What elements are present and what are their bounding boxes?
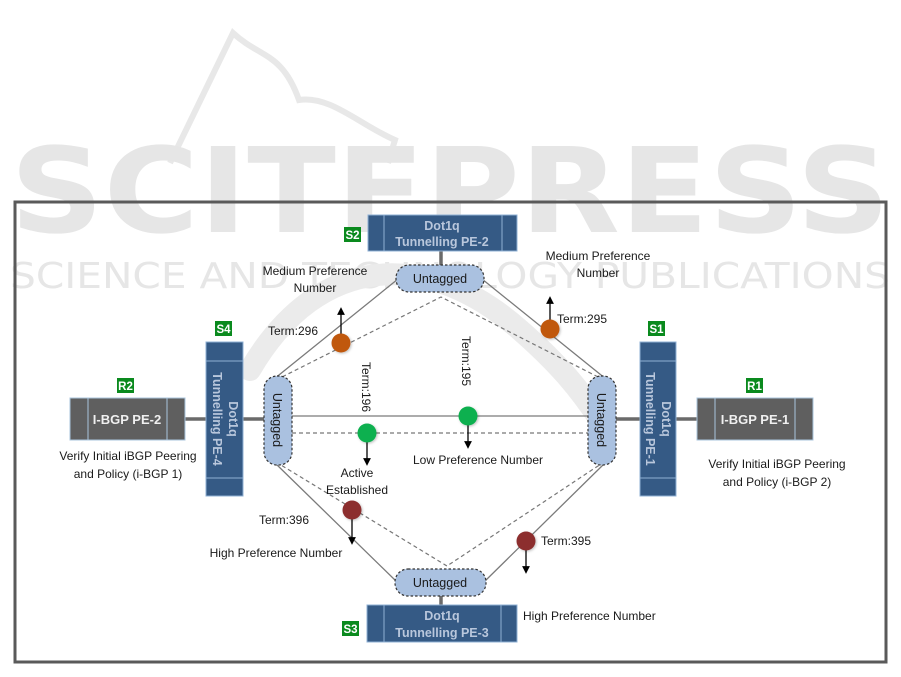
arrows	[337, 296, 554, 574]
badge-s3: S3	[342, 621, 359, 636]
medium-pref-left-line1: Medium Preference	[263, 264, 368, 278]
untagged-right[interactable]: Untagged	[587, 375, 617, 466]
router-r1-caption-line1: Verify Initial iBGP Peering	[708, 457, 845, 471]
dashed-path-top	[275, 296, 605, 381]
svg-text:S4: S4	[216, 324, 231, 336]
switch-s1-line2: Tunnelling PE-1	[643, 372, 657, 466]
medium-pref-right-line2: Number	[577, 266, 620, 280]
term-195-marker[interactable]	[458, 406, 478, 426]
solid-links	[273, 278, 607, 583]
svg-text:Untagged: Untagged	[413, 576, 467, 590]
svg-text:R1: R1	[747, 381, 762, 393]
switch-s3-line1: Dot1q	[424, 609, 459, 623]
svg-text:S3: S3	[343, 624, 357, 636]
svg-text:R2: R2	[118, 381, 133, 393]
term-196-label: Term:196	[359, 362, 373, 412]
badge-r2: R2	[117, 378, 134, 393]
high-pref-left-label: High Preference Number	[210, 546, 343, 560]
untagged-bottom[interactable]: Untagged	[394, 568, 487, 597]
router-r1[interactable]: I-BGP PE-1	[696, 397, 814, 441]
active-label-line1: Active	[341, 466, 374, 480]
switch-s3[interactable]: Dot1q Tunnelling PE-3	[366, 604, 518, 643]
link-untagged-left-to-bottom	[273, 461, 398, 583]
term-295-label: Term:295	[557, 312, 607, 326]
active-label-line2: Established	[326, 483, 388, 497]
watermark-swoosh	[239, 263, 611, 431]
router-r2-label: I-BGP PE-2	[93, 412, 161, 427]
link-untagged-right-to-bottom	[483, 461, 607, 583]
high-pref-bottom-label: High Preference Number	[523, 609, 656, 623]
diagram-frame	[13, 200, 888, 664]
medium-pref-left-line2: Number	[294, 281, 337, 295]
watermark-book-icon	[167, 28, 399, 165]
router-r2-caption-line1: Verify Initial iBGP Peering	[59, 449, 196, 463]
term-296-marker[interactable]	[331, 333, 351, 353]
term-196-marker[interactable]	[357, 423, 377, 443]
term-195-label: Term:195	[459, 336, 473, 386]
badge-r1: R1	[746, 378, 763, 393]
dashed-links	[275, 296, 605, 567]
router-r1-label: I-BGP PE-1	[721, 412, 789, 427]
untagged-left[interactable]: Untagged	[263, 375, 293, 466]
link-untagged-top-to-left	[273, 278, 399, 380]
router-r2-caption-line2: and Policy (i-BGP 1)	[74, 467, 183, 481]
badge-s1: S1	[648, 321, 665, 336]
term-395-marker[interactable]	[516, 531, 536, 551]
switch-s3-line2: Tunnelling PE-3	[395, 626, 489, 640]
switch-s2-line2: Tunnelling PE-2	[395, 235, 489, 249]
svg-text:Untagged: Untagged	[413, 272, 467, 286]
switch-s4[interactable]: Dot1q Tunnelling PE-4	[205, 341, 244, 497]
term-295-marker[interactable]	[540, 319, 560, 339]
svg-text:Untagged: Untagged	[594, 393, 608, 447]
svg-text:Untagged: Untagged	[270, 393, 284, 447]
term-395-label: Term:395	[541, 534, 591, 548]
router-r2[interactable]: I-BGP PE-2	[69, 397, 186, 441]
switch-s2[interactable]: Dot1q Tunnelling PE-2	[367, 214, 518, 252]
switch-s4-line1: Dot1q	[226, 401, 240, 436]
switch-s2-line1: Dot1q	[424, 219, 459, 233]
badge-s4: S4	[215, 321, 232, 336]
svg-text:S1: S1	[649, 324, 664, 336]
badge-s2: S2	[344, 227, 361, 242]
term-396-marker[interactable]	[342, 500, 362, 520]
dashed-path-bottom	[275, 461, 605, 567]
medium-pref-right-line1: Medium Preference	[546, 249, 651, 263]
switch-s1[interactable]: Dot1q Tunnelling PE-1	[639, 341, 677, 497]
low-pref-label: Low Preference Number	[413, 453, 543, 467]
switch-s4-line2: Tunnelling PE-4	[210, 372, 224, 466]
untagged-top[interactable]: Untagged	[395, 264, 485, 293]
trunk-links	[185, 251, 697, 605]
svg-text:S2: S2	[345, 230, 359, 242]
switch-s1-line1: Dot1q	[659, 401, 673, 436]
term-396-label: Term:396	[259, 513, 309, 527]
term-296-label: Term:296	[268, 324, 318, 338]
router-r1-caption-line2: and Policy (i-BGP 2)	[723, 475, 832, 489]
